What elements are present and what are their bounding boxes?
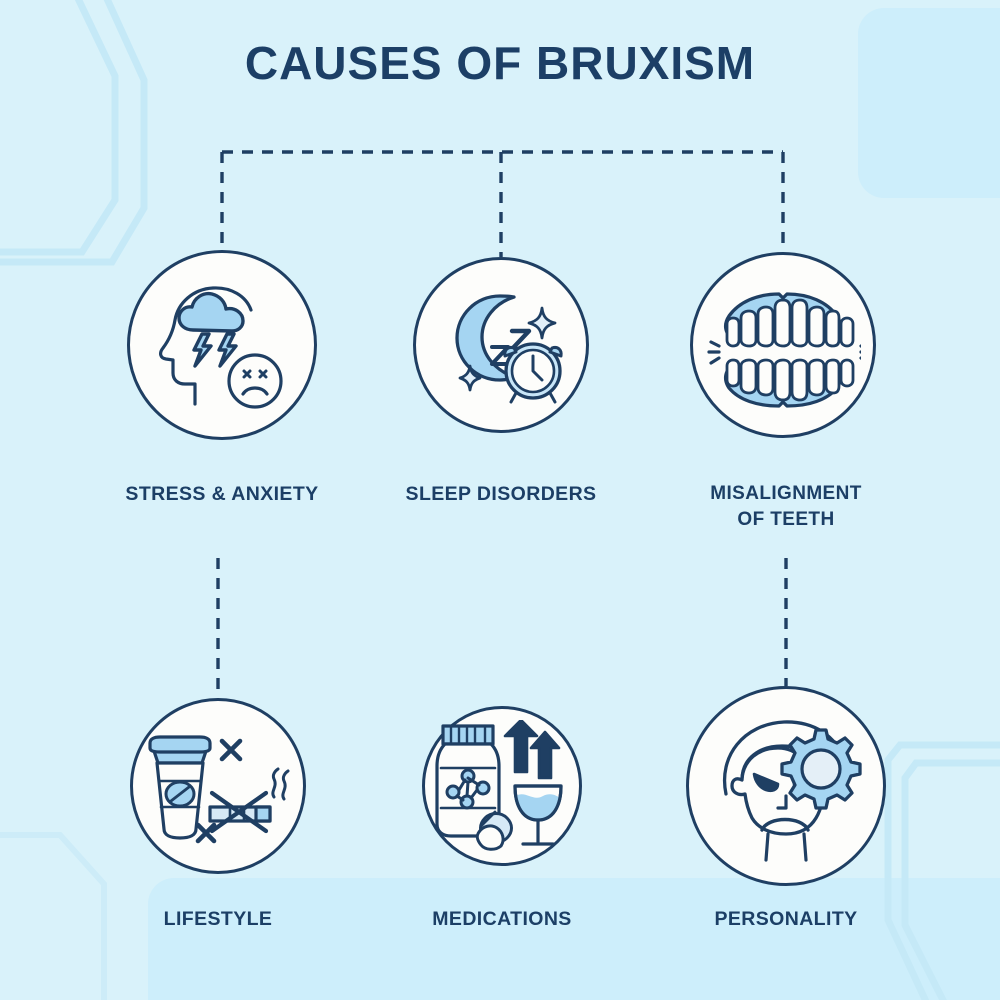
node-label-medications: MEDICATIONS	[432, 908, 572, 930]
deco-lines-bottom-right	[884, 741, 1000, 1000]
page-title: CAUSES OF BRUXISM	[244, 37, 756, 89]
node-circle-lifestyle[interactable]	[130, 698, 306, 874]
node-circle-misalignment-of-teeth[interactable]	[690, 252, 876, 438]
deco-lines-bottom-left	[0, 832, 107, 1000]
node-label-stress-anxiety: STRESS & ANXIETY	[125, 483, 319, 505]
angry-face-gear-icon	[722, 720, 862, 862]
deco-panel-top-right	[858, 8, 1000, 198]
pill-bottle-wine-glass-arrows-icon	[435, 720, 563, 851]
node-circle-medications[interactable]	[422, 706, 582, 866]
moon-zzz-alarm-clock-icon	[455, 294, 563, 404]
node-label-line-2: OF TEETH	[737, 509, 835, 530]
coffee-cup-no-smoking-icon	[148, 735, 290, 844]
node-circle-personality[interactable]	[686, 686, 886, 886]
node-circle-stress-anxiety[interactable]	[127, 250, 317, 440]
head-storm-cloud-sad-face-icon	[159, 286, 283, 409]
node-label-lifestyle: LIFESTYLE	[163, 908, 273, 930]
node-label-personality: PERSONALITY	[714, 908, 858, 930]
node-label-sleep-disorders: SLEEP DISORDERS	[405, 483, 597, 505]
deco-panel-bottom-left	[148, 878, 1000, 1000]
deco-lines-top-left	[0, 0, 148, 266]
node-label-line-1: MISALIGNMENT	[710, 483, 862, 504]
node-label-misalignment-of-teeth: MISALIGNMENT OF TEETH	[636, 481, 936, 533]
node-circle-sleep-disorders[interactable]	[413, 257, 589, 433]
clenched-teeth-icon	[707, 292, 861, 408]
